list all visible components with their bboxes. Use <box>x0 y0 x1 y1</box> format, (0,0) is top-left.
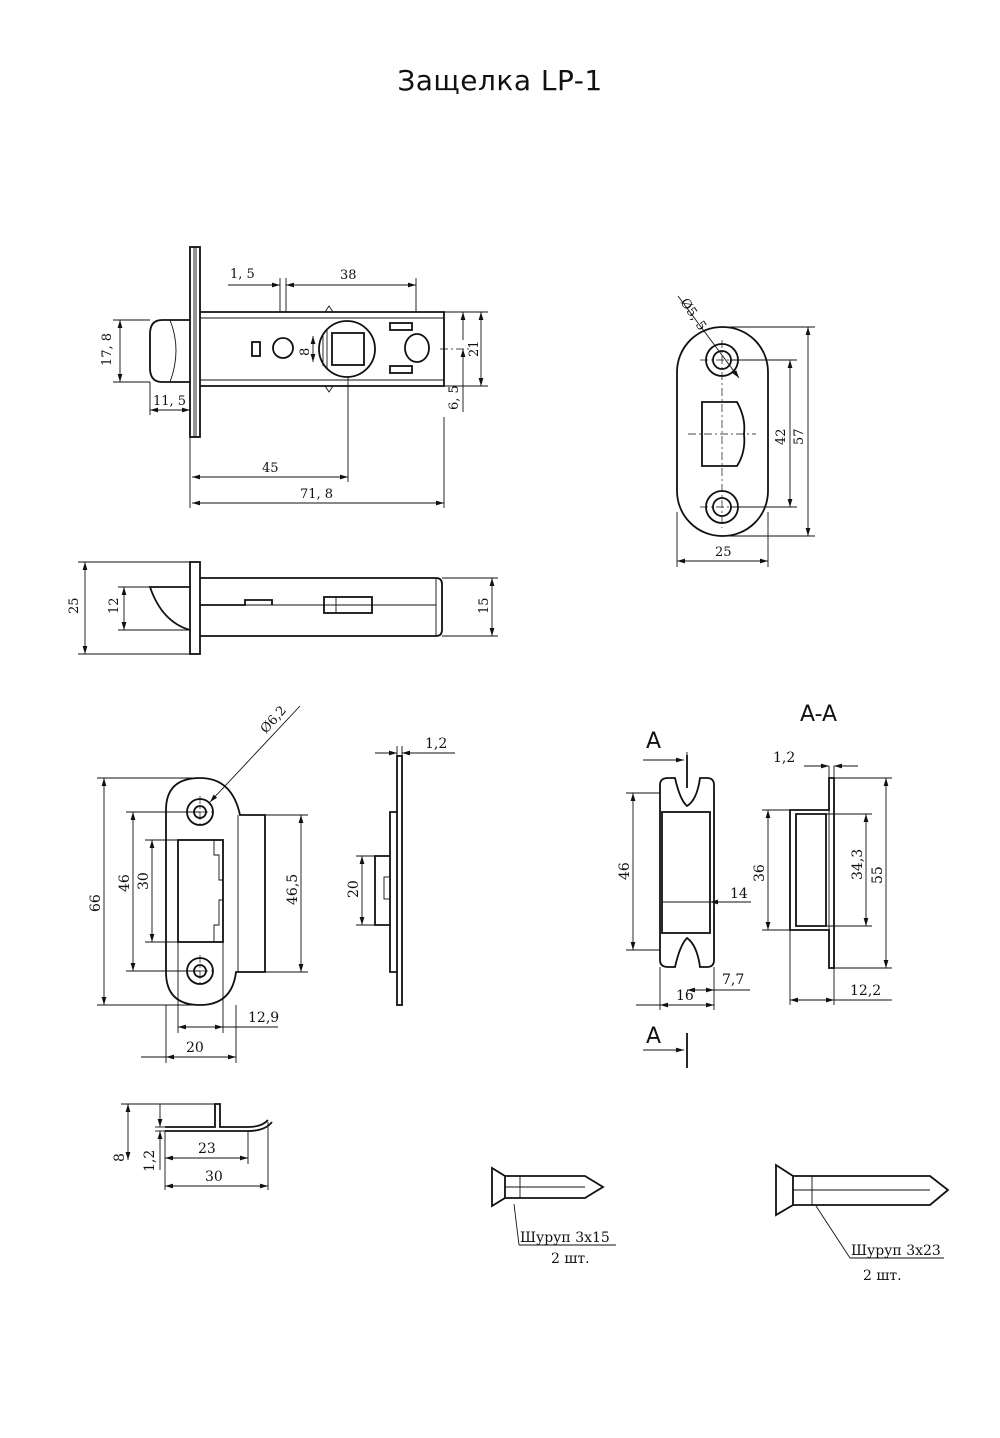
dim-strike-bottom-8: 8 <box>112 1153 128 1162</box>
dim-strike-side-20: 20 <box>346 880 362 898</box>
screw-short-label: Шуруп 3х15 <box>520 1230 610 1246</box>
dim-latch-offset: 1, 5 <box>230 267 255 282</box>
dim-side-12: 12 <box>107 597 122 614</box>
dim-latch-17-8: 17, 8 <box>100 333 115 366</box>
screw-long-qty: 2 шт. <box>863 1268 902 1284</box>
dim-strike-46: 46 <box>117 874 133 892</box>
faceplate-view: Ø5, 5 42 57 25 <box>676 295 815 567</box>
dim-strike-30: 30 <box>136 872 152 890</box>
latch-top-view: 1, 5 38 17, 8 8 21 6, 5 11, 5 45 71, 8 <box>100 246 488 508</box>
strike-box-view: A A 46 14 7,7 16 <box>617 729 751 1068</box>
screw-short-qty: 2 шт. <box>551 1251 590 1267</box>
dim-latch-38: 38 <box>340 268 357 283</box>
dim-strike-bottom-1-2: 1,2 <box>142 1150 158 1172</box>
dim-box-7-7: 7,7 <box>722 972 744 988</box>
dim-faceplate-57: 57 <box>792 428 807 445</box>
dim-side-15: 15 <box>477 597 492 614</box>
section-mark-bottom: A <box>646 1024 661 1049</box>
dim-section-12-2: 12,2 <box>850 983 881 999</box>
dim-latch-8: 8 <box>298 348 313 356</box>
dim-section-36: 36 <box>752 864 768 882</box>
dim-side-25: 25 <box>67 597 82 614</box>
dim-strike-12-9: 12,9 <box>248 1010 279 1026</box>
screw-long-label: Шуруп 3х23 <box>851 1243 941 1259</box>
dim-faceplate-hole: Ø5, 5 <box>677 296 709 334</box>
strike-plate-side-view: 1,2 20 <box>346 736 455 1006</box>
section-a-a-view: A-A 1,2 36 34,3 55 12,2 <box>752 702 892 1005</box>
dim-latch-71-8: 71, 8 <box>300 487 333 502</box>
screw-long: Шуруп 3х23 2 шт. <box>775 1163 950 1284</box>
dim-faceplate-25: 25 <box>715 545 732 560</box>
section-title: A-A <box>800 702 837 727</box>
screw-short: Шуруп 3х15 2 шт. <box>491 1166 616 1267</box>
dim-latch-6-5: 6, 5 <box>447 385 462 410</box>
dim-latch-21: 21 <box>467 340 482 357</box>
dim-strike-bottom-23: 23 <box>198 1141 216 1157</box>
dim-section-55: 55 <box>870 866 886 884</box>
latch-side-view: 25 12 15 <box>67 561 498 655</box>
dim-box-14: 14 <box>730 886 748 902</box>
dim-latch-45: 45 <box>262 461 279 476</box>
dim-strike-side-1-2: 1,2 <box>425 736 447 752</box>
dim-section-34-3: 34,3 <box>850 849 866 880</box>
strike-plate-bottom-view: 8 1,2 23 30 <box>112 1103 273 1190</box>
dim-box-16: 16 <box>676 988 694 1004</box>
section-mark-top: A <box>646 729 661 754</box>
dim-strike-46-5: 46,5 <box>285 874 301 905</box>
drawing-title: Защелка LP-1 <box>397 64 603 97</box>
strike-plate-view: Ø6,2 66 46 30 46,5 12,9 20 <box>88 703 308 1063</box>
dim-strike-66: 66 <box>88 894 104 912</box>
dim-strike-hole: Ø6,2 <box>258 703 290 736</box>
dim-strike-20: 20 <box>186 1040 204 1056</box>
dim-section-1-2: 1,2 <box>773 750 795 766</box>
dim-latch-11-5: 11, 5 <box>153 394 186 409</box>
dim-faceplate-42: 42 <box>774 428 789 445</box>
dim-box-46: 46 <box>617 862 633 880</box>
dim-strike-bottom-30: 30 <box>205 1169 223 1185</box>
